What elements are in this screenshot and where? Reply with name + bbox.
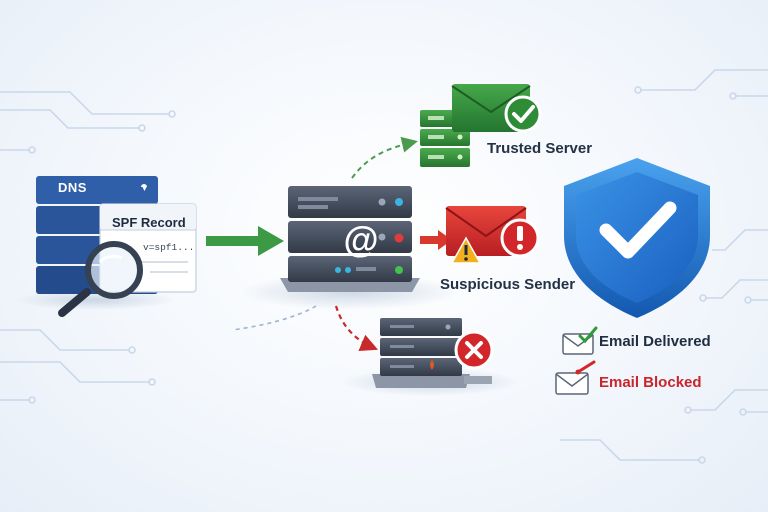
at-symbol: @ <box>343 219 379 260</box>
magnifier-icon <box>58 241 143 317</box>
circuit-traces <box>0 69 768 464</box>
suspicious-sender-label: Suspicious Sender <box>440 276 576 293</box>
delivered-envelope-icon <box>562 326 598 355</box>
suspicious-arrow <box>420 230 452 250</box>
dns-label: DNS <box>58 180 87 195</box>
email-blocked-label: Email Blocked <box>599 374 702 391</box>
shield-check-icon <box>564 158 710 318</box>
x-icon <box>454 330 494 370</box>
dns-shadow <box>15 290 175 310</box>
email-delivered-label: Email Delivered <box>599 333 711 350</box>
check-envelope-icon <box>451 84 542 133</box>
blocked-envelope-icon <box>555 360 596 395</box>
lookup-arrow <box>206 226 284 256</box>
spf-record-title: SPF Record <box>112 215 186 230</box>
warning-envelope-icon <box>445 206 540 264</box>
mail-server-icon <box>280 186 420 292</box>
trusted-path <box>351 136 418 179</box>
blocked-path <box>334 305 379 351</box>
trusted-server-label: Trusted Server <box>487 140 593 157</box>
dns-return-path <box>231 305 317 331</box>
blocked-server-icon <box>372 318 492 388</box>
spf-record-value: v=spf1... <box>143 242 195 253</box>
